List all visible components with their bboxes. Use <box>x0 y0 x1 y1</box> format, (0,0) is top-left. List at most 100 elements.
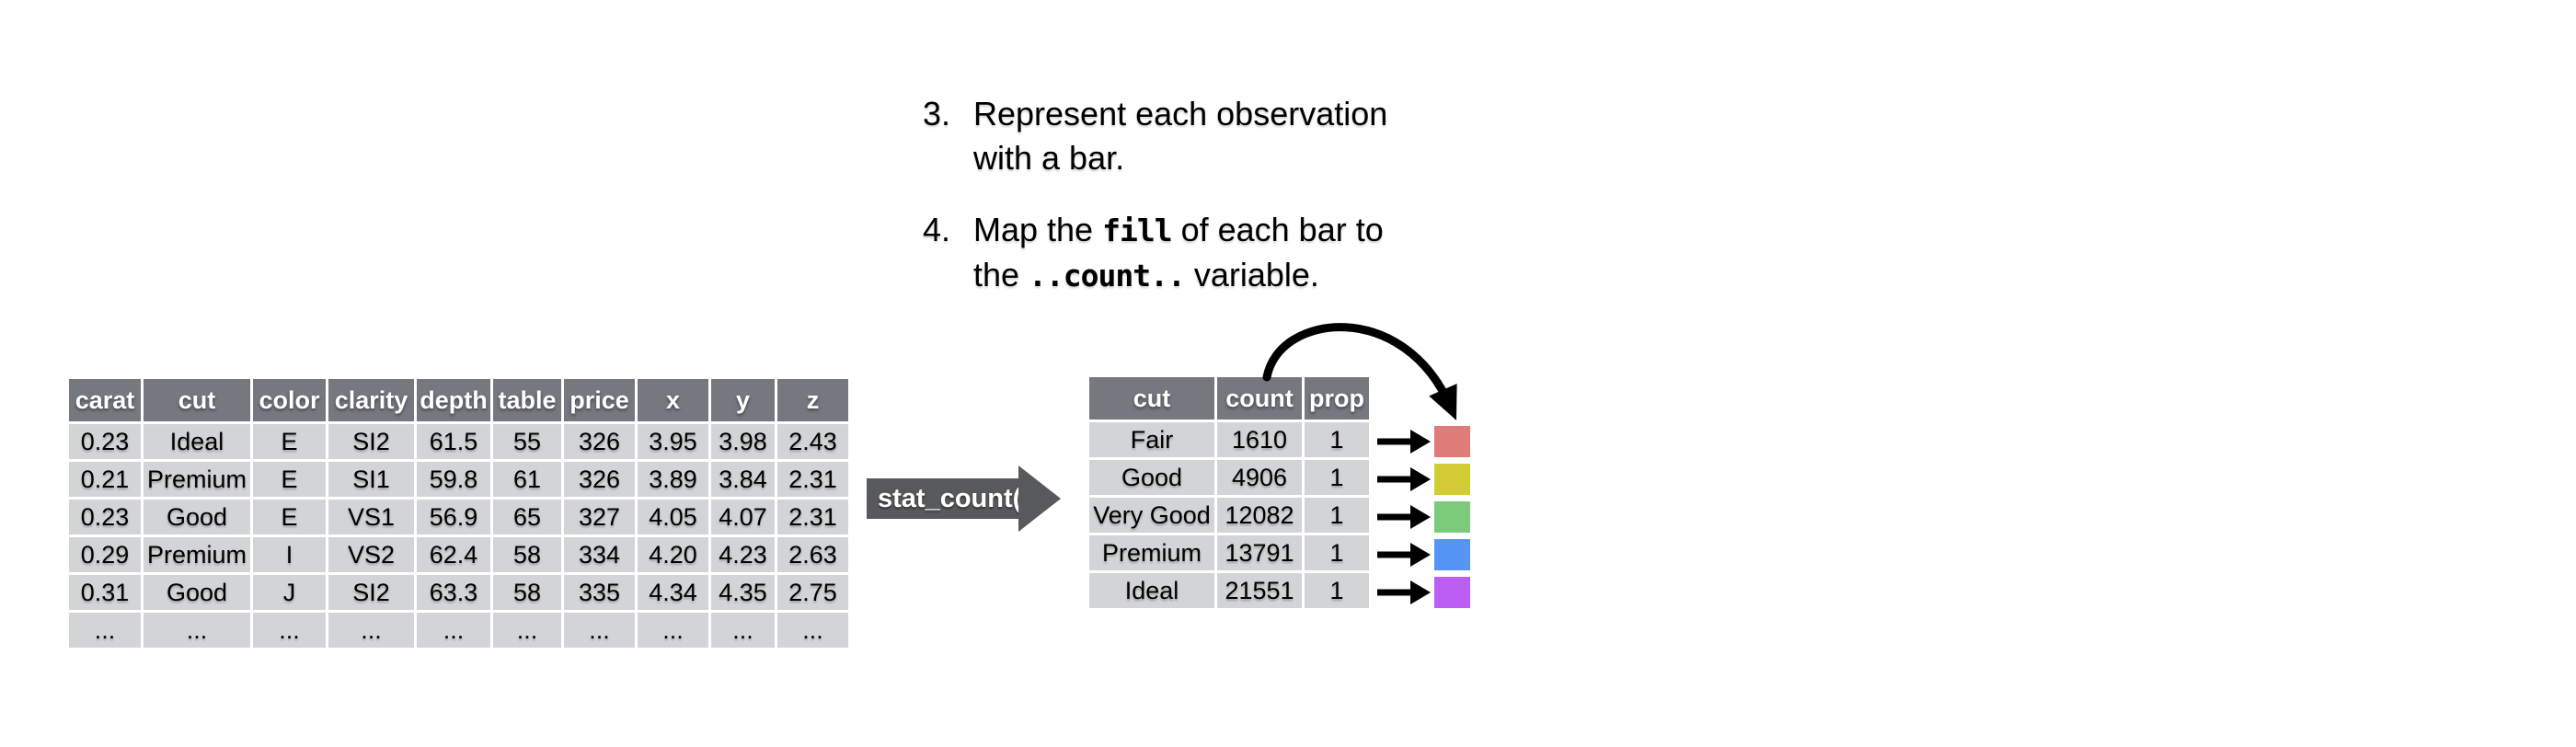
fill-swatch <box>1434 500 1470 533</box>
table-cell: Premium <box>144 462 250 497</box>
table-cell: Good <box>144 500 250 534</box>
column-header-count: count <box>1217 377 1302 419</box>
stat-count-arrowhead-icon <box>1018 465 1061 532</box>
table-cell: ... <box>711 613 775 648</box>
table-cell: 12082 <box>1217 498 1302 533</box>
column-header-y: y <box>711 379 775 421</box>
column-header-clarity: clarity <box>328 379 414 421</box>
table-cell: 1 <box>1305 573 1369 608</box>
table-cell: VS2 <box>328 537 414 572</box>
table-cell: Fair <box>1089 422 1214 457</box>
instruction-list: 3. Represent each observation with a bar… <box>923 92 1493 298</box>
table-cell: 3.95 <box>638 424 708 459</box>
column-header-carat: carat <box>69 379 141 421</box>
instruction-item-3: 3. Represent each observation with a bar… <box>923 92 1493 180</box>
table-cell: 2.31 <box>777 500 848 534</box>
table-cell: 4.07 <box>711 500 775 534</box>
table-cell: 21551 <box>1217 573 1302 608</box>
table-cell: E <box>253 462 326 497</box>
map-arrow-icon <box>1377 504 1431 529</box>
instruction-line: with a bar. <box>973 139 1125 177</box>
table-cell: Good <box>144 575 250 610</box>
fill-swatch-row-fair <box>1374 422 1470 460</box>
table-cell: 326 <box>564 462 635 497</box>
instruction-line: Represent each observation <box>973 95 1388 132</box>
table-cell: 2.75 <box>777 575 848 610</box>
table-cell: 3.89 <box>638 462 708 497</box>
fill-swatch-row-very-good <box>1374 498 1470 535</box>
code-count: ..count.. <box>1029 258 1186 293</box>
count-to-fill-arrow-icon <box>1262 323 1457 420</box>
fill-swatch-row-ideal <box>1374 573 1470 611</box>
table-cell: 0.21 <box>69 462 141 497</box>
fill-swatch <box>1434 576 1470 608</box>
table-cell: 4.34 <box>638 575 708 610</box>
table-cell: 1610 <box>1217 422 1302 457</box>
column-header-price: price <box>564 379 635 421</box>
column-header-x: x <box>638 379 708 421</box>
table-cell: 327 <box>564 500 635 534</box>
fill-swatch <box>1434 538 1470 570</box>
fill-swatch-column <box>1374 422 1470 611</box>
instruction-line: Map the <box>973 211 1103 248</box>
table-cell: 56.9 <box>417 500 490 534</box>
table-cell: Premium <box>144 537 250 572</box>
table-cell: 1 <box>1305 535 1369 570</box>
table-cell: ... <box>564 613 635 648</box>
table-cell: ... <box>328 613 414 648</box>
table-cell: 2.63 <box>777 537 848 572</box>
table-cell: 334 <box>564 537 635 572</box>
table-cell: 55 <box>493 424 561 459</box>
table-cell: 4.35 <box>711 575 775 610</box>
table-cell: 63.3 <box>417 575 490 610</box>
table-cell: VS1 <box>328 500 414 534</box>
table-cell: Good <box>1089 460 1214 495</box>
table-cell: ... <box>69 613 141 648</box>
instruction-text: Map the fill of each bar to the ..count.… <box>973 208 1384 298</box>
map-arrow-icon <box>1377 580 1431 604</box>
fill-swatch-row-premium <box>1374 535 1470 573</box>
table-cell: 0.23 <box>69 424 141 459</box>
instruction-line: of each bar to <box>1171 211 1384 248</box>
table-cell: 62.4 <box>417 537 490 572</box>
column-header-color: color <box>253 379 326 421</box>
table-cell: 58 <box>493 575 561 610</box>
stat-count-arrow: stat_count() <box>867 465 1061 532</box>
map-arrow-icon <box>1377 429 1431 454</box>
map-arrow-icon <box>1377 466 1431 491</box>
table-cell: ... <box>777 613 848 648</box>
instruction-number: 3. <box>923 95 951 132</box>
table-cell: ... <box>417 613 490 648</box>
table-cell: 326 <box>564 424 635 459</box>
code-fill: fill <box>1102 213 1172 248</box>
column-header-cut: cut <box>1089 377 1214 419</box>
stat-count-label: stat_count() <box>878 483 1030 513</box>
table-cell: SI1 <box>328 462 414 497</box>
table-cell: J <box>253 575 326 610</box>
column-header-table: table <box>493 379 561 421</box>
table-cell: 65 <box>493 500 561 534</box>
table-cell: 1 <box>1305 460 1369 495</box>
table-cell: 4.05 <box>638 500 708 534</box>
table-cell: 3.84 <box>711 462 775 497</box>
table-cell: 0.29 <box>69 537 141 572</box>
table-cell: 4.23 <box>711 537 775 572</box>
table-cell: 61 <box>493 462 561 497</box>
table-cell: 335 <box>564 575 635 610</box>
table-cell: 61.5 <box>417 424 490 459</box>
table-cell: Ideal <box>144 424 250 459</box>
table-cell: SI2 <box>328 575 414 610</box>
table-cell: 4906 <box>1217 460 1302 495</box>
table-cell: SI2 <box>328 424 414 459</box>
table-cell: ... <box>144 613 250 648</box>
